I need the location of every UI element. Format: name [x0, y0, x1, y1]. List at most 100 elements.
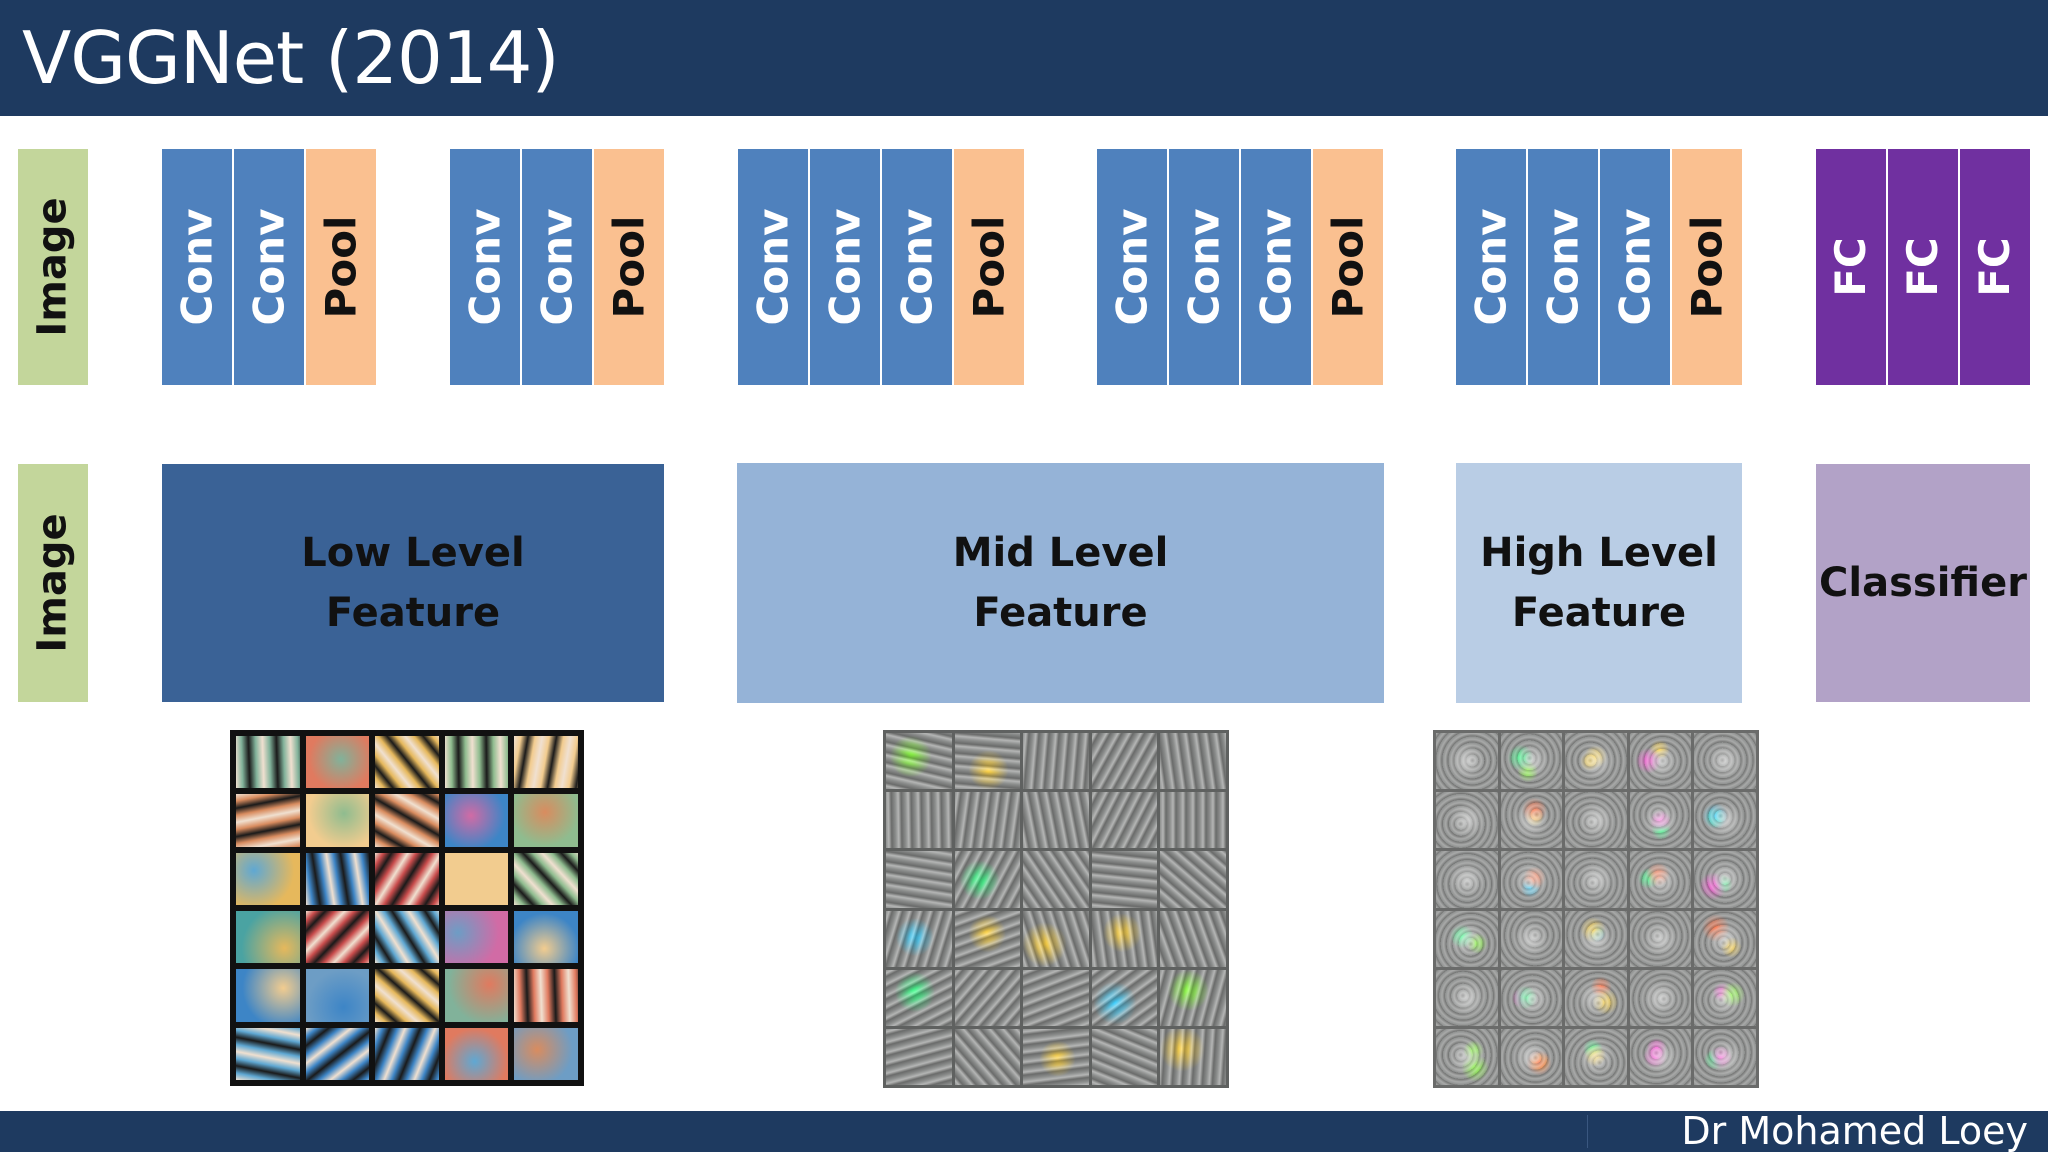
filter-tile — [236, 794, 300, 847]
filter-tile — [236, 969, 300, 1022]
block2-conv2: Conv — [522, 149, 592, 385]
mid-level-line2: Feature — [973, 590, 1148, 636]
filter-tile — [886, 792, 952, 849]
filter-tile — [954, 910, 1021, 967]
layer-label: Pool — [604, 215, 654, 319]
filter-tile — [1023, 1028, 1089, 1085]
fc-layer-1: FC — [1816, 149, 1886, 385]
mid-level-feature-box: Mid Level Feature — [737, 463, 1384, 703]
filter-tile — [1436, 851, 1498, 908]
classifier-label: Classifier — [1819, 560, 2027, 606]
filter-tile — [1436, 1028, 1498, 1085]
filter-tile — [886, 733, 952, 790]
filter-tile — [375, 736, 439, 789]
filter-tile — [236, 910, 300, 964]
filter-tile — [514, 736, 578, 789]
filter-tile — [305, 736, 370, 789]
filter-tile — [1629, 1028, 1692, 1085]
filter-tile — [375, 852, 439, 905]
filter-tile — [375, 794, 439, 847]
low-level-feature-box: Low Level Feature — [162, 464, 664, 702]
filter-tile — [886, 910, 952, 967]
filter-tile — [1160, 851, 1226, 908]
filter-tile — [514, 910, 578, 964]
filter-tile — [1023, 733, 1089, 790]
filter-tile — [886, 1028, 952, 1085]
filter-tile — [1023, 851, 1089, 908]
layer-label: Conv — [460, 208, 509, 326]
filter-tile — [1694, 851, 1756, 908]
filter-tile — [305, 969, 370, 1022]
layer-label: Conv — [1538, 208, 1587, 326]
filter-tile — [1160, 733, 1226, 790]
block2-pool: Pool — [594, 149, 664, 385]
filter-tile — [1629, 910, 1692, 967]
filter-tile — [1500, 910, 1563, 967]
filter-tile — [444, 910, 509, 964]
layer-label: FC — [1897, 237, 1947, 297]
filter-tile — [1694, 733, 1756, 790]
filter-tile — [1694, 910, 1756, 967]
filter-tile — [1694, 792, 1756, 849]
filter-tile — [886, 851, 952, 908]
filter-tile — [1091, 910, 1158, 967]
filter-tile — [1500, 969, 1563, 1026]
filter-tile — [236, 852, 300, 905]
filter-tile — [1436, 792, 1498, 849]
title-bar: VGGNet (2014) — [0, 0, 2048, 116]
low-level-filter-grid — [230, 730, 584, 1086]
filter-tile — [1436, 969, 1498, 1026]
block5-conv1: Conv — [1456, 149, 1526, 385]
filter-tile — [1023, 969, 1089, 1026]
layer-label: Pool — [1682, 215, 1732, 319]
filter-tile — [954, 733, 1021, 790]
layer-label: Conv — [820, 208, 869, 326]
filter-tile — [1436, 910, 1498, 967]
high-level-line2: Feature — [1511, 590, 1687, 636]
filter-tile — [1091, 851, 1158, 908]
filter-tile — [1565, 1028, 1627, 1085]
filter-tile — [514, 1027, 578, 1080]
block4-pool: Pool — [1313, 149, 1383, 385]
filter-tile — [1500, 851, 1563, 908]
filter-tile — [1500, 733, 1563, 790]
filter-tile — [236, 1027, 300, 1080]
high-level-feature-box: High Level Feature — [1456, 463, 1742, 703]
low-level-line1: Low Level — [301, 530, 525, 576]
classifier-box: Classifier — [1816, 464, 2030, 702]
mid-level-filter-grid — [883, 730, 1229, 1088]
layer-label: FC — [1825, 237, 1875, 297]
block3-conv2: Conv — [810, 149, 880, 385]
filter-tile — [305, 852, 370, 905]
filter-tile — [444, 794, 509, 847]
filter-tile — [375, 910, 439, 964]
filter-tile — [1160, 969, 1226, 1026]
filter-tile — [444, 1027, 509, 1080]
filter-tile — [305, 1027, 370, 1080]
filter-tile — [1091, 792, 1158, 849]
filter-tile — [1629, 851, 1692, 908]
filter-tile — [514, 794, 578, 847]
filter-tile — [1629, 969, 1692, 1026]
block1-pool: Pool — [306, 149, 376, 385]
block1-conv1: Conv — [162, 149, 232, 385]
filter-tile — [1565, 792, 1627, 849]
layer-label: Conv — [1107, 208, 1156, 326]
filter-tile — [1091, 733, 1158, 790]
fc-layer-2: FC — [1888, 149, 1958, 385]
filter-tile — [375, 1027, 439, 1080]
filter-tile — [1436, 733, 1498, 790]
filter-tile — [514, 852, 578, 905]
filter-tile — [1565, 910, 1627, 967]
block5-pool: Pool — [1672, 149, 1742, 385]
block4-conv3: Conv — [1241, 149, 1311, 385]
block4-conv2: Conv — [1169, 149, 1239, 385]
filter-tile — [444, 852, 509, 905]
block3-pool: Pool — [954, 149, 1024, 385]
layer-label: Conv — [748, 208, 797, 326]
footer-divider — [1587, 1115, 1588, 1148]
filter-tile — [1023, 792, 1089, 849]
filter-tile — [1565, 969, 1627, 1026]
footer-bar: Dr Mohamed Loey — [0, 1111, 2048, 1152]
filter-tile — [954, 851, 1021, 908]
